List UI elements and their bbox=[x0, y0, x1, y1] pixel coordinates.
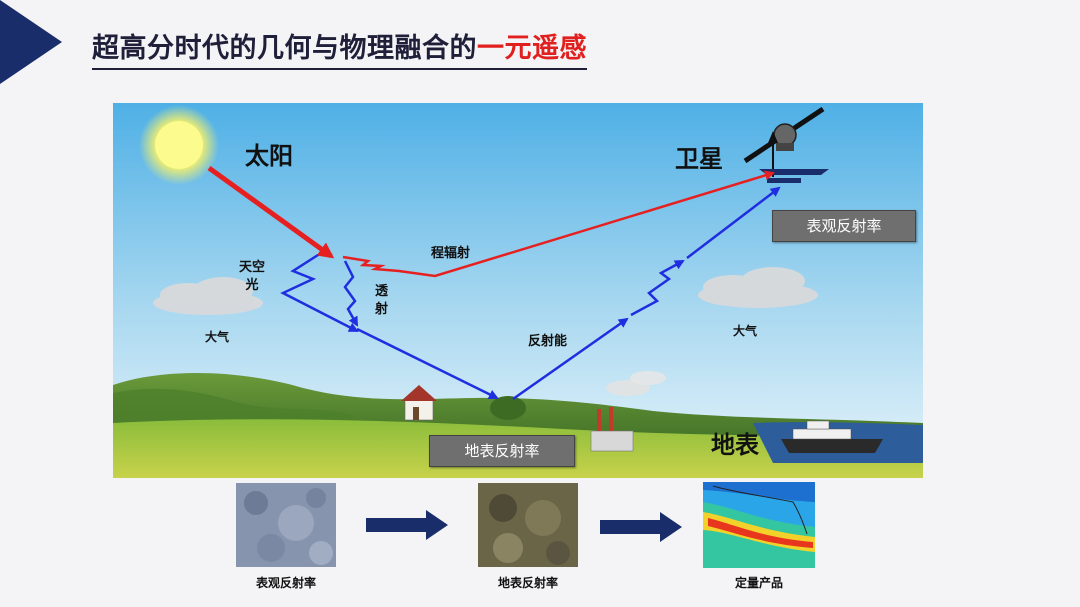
surface-reflectance-box: 地表反射率 bbox=[429, 435, 575, 467]
apparent-reflectance-image bbox=[236, 483, 336, 567]
sun-icon bbox=[139, 105, 219, 185]
caption-apparent-reflectance: 表观反射率 bbox=[255, 576, 316, 590]
atmosphere-left-label: 大气 bbox=[205, 330, 230, 344]
right-arrow-icon bbox=[600, 512, 682, 542]
quantitative-product-image bbox=[703, 482, 815, 568]
satellite-label: 卫星 bbox=[675, 145, 723, 173]
transmission-label: 透 射 bbox=[375, 284, 389, 317]
caption-quantitative-product: 定量产品 bbox=[734, 576, 783, 590]
sun-label: 太阳 bbox=[245, 142, 293, 170]
corner-triangle-icon bbox=[0, 0, 62, 84]
apparent-reflectance-box: 表观反射率 bbox=[772, 210, 916, 242]
scene-graphics bbox=[113, 103, 923, 478]
factory-icon bbox=[590, 371, 666, 452]
surface-label: 地表 bbox=[711, 431, 759, 459]
page-title: 超高分时代的几何与物理融合的一元遥感 bbox=[92, 26, 587, 70]
ship-icon bbox=[781, 420, 883, 453]
sky-light-label: 天空 光 bbox=[239, 260, 266, 293]
title-main: 超高分时代的几何与物理融合的 bbox=[92, 33, 477, 64]
house-icon bbox=[401, 385, 437, 421]
surface-reflectance-image bbox=[478, 483, 578, 567]
atmosphere-right-label: 大气 bbox=[733, 324, 758, 338]
caption-surface-reflectance: 地表反射率 bbox=[497, 576, 558, 590]
cloud-icon bbox=[153, 267, 818, 315]
satellite-icon bbox=[743, 106, 829, 183]
remote-sensing-scene: 太阳 卫星 天空 光 透 射 程辐射 大气 大气 反射能 地表 表观反射率 地表… bbox=[113, 103, 923, 478]
path-radiance-label: 程辐射 bbox=[431, 246, 471, 261]
title-highlight: 一元遥感 bbox=[477, 33, 587, 64]
reflected-energy-label: 反射能 bbox=[528, 334, 568, 349]
right-arrow-icon bbox=[366, 510, 448, 540]
